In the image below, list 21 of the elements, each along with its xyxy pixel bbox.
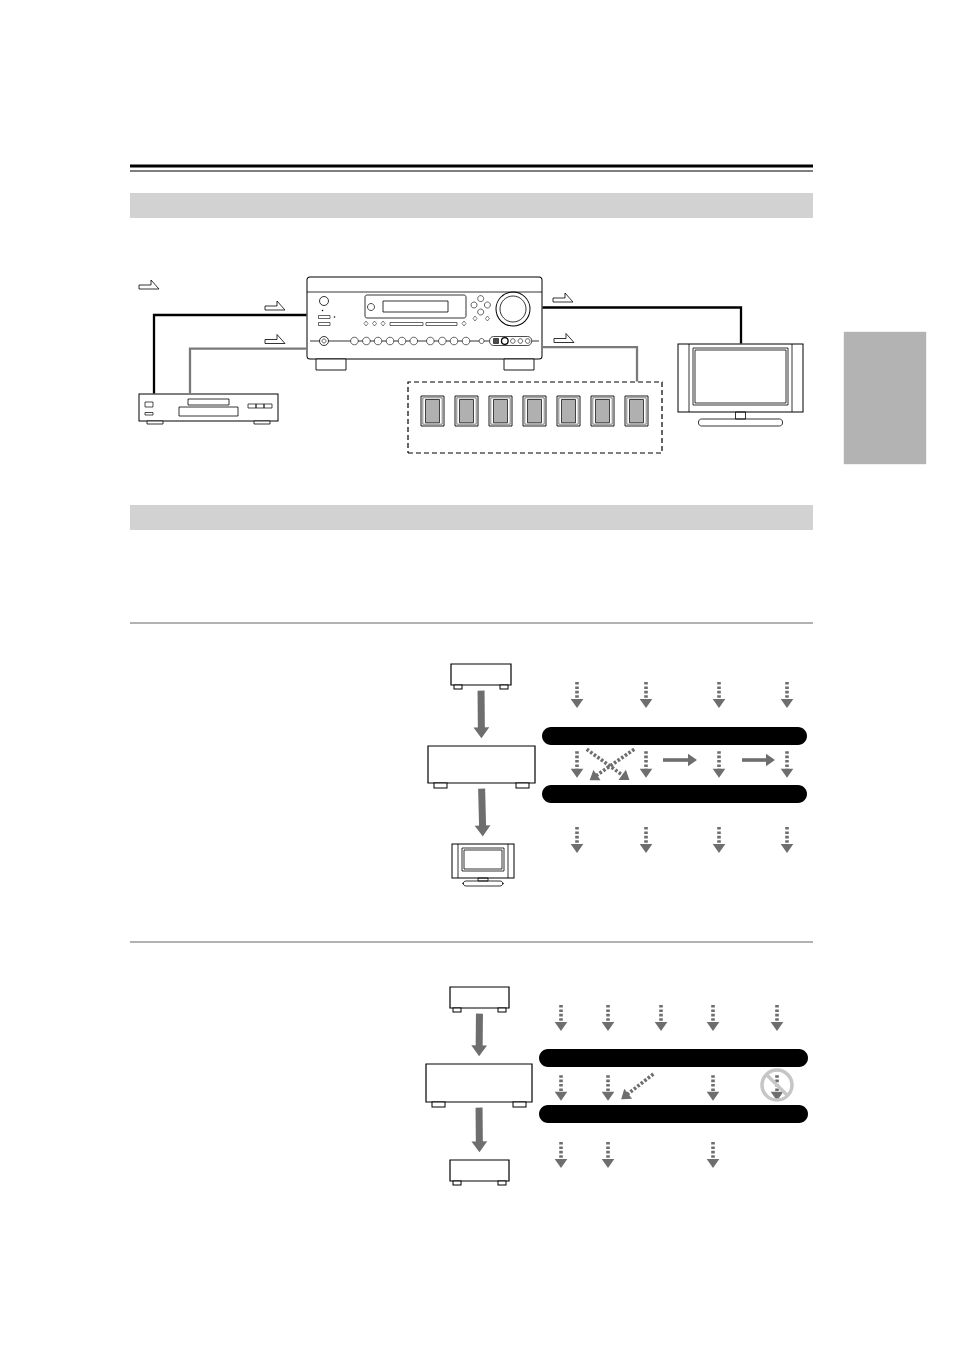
- rounded-bar: [542, 785, 807, 803]
- side-tab: [843, 331, 927, 465]
- device-box: [425, 1063, 533, 1108]
- channel-arrow: [621, 1072, 655, 1100]
- receiver-drawing: [306, 276, 543, 371]
- device-box: [449, 986, 510, 1013]
- rounded-bar: [539, 1049, 808, 1067]
- rounded-bar: [539, 1105, 808, 1123]
- rounded-bar: [542, 727, 807, 745]
- section-band: [130, 193, 813, 218]
- section-band: [130, 505, 813, 530]
- device-box: [427, 745, 536, 789]
- connection-line: [542, 306, 743, 344]
- connection-line: [542, 346, 639, 382]
- connection-line: [152, 313, 307, 394]
- device-box: [449, 1159, 510, 1186]
- connection-line: [188, 347, 307, 394]
- tv-drawing: [677, 343, 804, 427]
- disc-player-drawing: [138, 393, 279, 425]
- tv-drawing: [451, 843, 515, 887]
- device-box: [450, 663, 512, 690]
